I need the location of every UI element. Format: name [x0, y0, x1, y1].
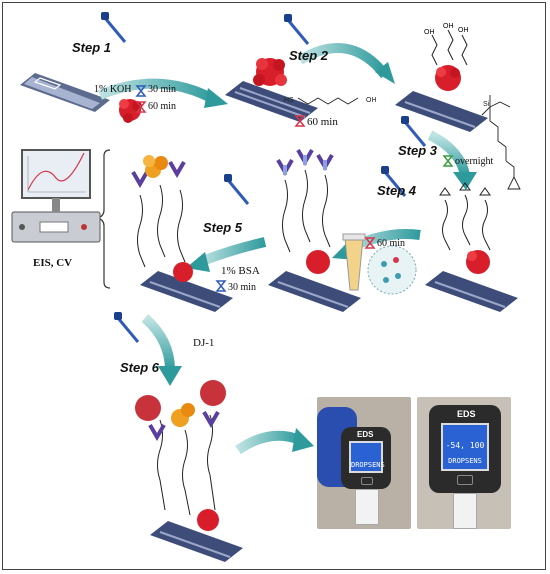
koh-label: 1% KOH — [94, 84, 132, 95]
device-brand-2: EDS — [457, 409, 476, 419]
reader-device-2: EDS -54, 100 DROPSENS — [429, 405, 501, 493]
electrode-bsa — [131, 155, 233, 312]
step2-label: Step 2 — [289, 48, 329, 63]
electrode-antibody — [268, 148, 361, 312]
reader-device-1: EDS DROPSENS — [341, 427, 391, 489]
step5-label: Step 5 — [203, 220, 243, 235]
arrow-step6 — [141, 314, 175, 371]
step3-label: Step 3 — [398, 143, 438, 158]
dj1-protein-icon — [135, 395, 161, 421]
bsa-time: 30 min — [228, 282, 257, 293]
device-brand-1: EDS — [357, 430, 374, 439]
silane-structure: Si — [481, 95, 521, 190]
electrode-aunp — [225, 58, 318, 122]
potentiostat-icon — [11, 149, 101, 243]
arrow-to-device — [235, 430, 302, 455]
reader-button-2 — [457, 475, 473, 485]
reader-screen-2: -54, 100 DROPSENS — [441, 423, 489, 471]
instrument-label: EIS, CV — [33, 257, 73, 269]
electrode-dj1 — [135, 380, 243, 562]
svg-text:HS: HS — [284, 97, 294, 104]
svg-text:OH: OH — [424, 29, 435, 36]
antibody-tube-icon — [342, 233, 417, 295]
thiol-molecule: HS OH — [284, 97, 377, 105]
bsa-label: 1% BSA — [221, 265, 260, 277]
arrow-step2 — [297, 43, 389, 79]
svg-text:Si: Si — [483, 101, 490, 108]
screen1-text: DROPSENS — [351, 461, 385, 469]
thiol-time: 60 min — [307, 116, 338, 128]
analyte-label: DJ-1 — [193, 337, 215, 349]
arrow-step1 — [98, 78, 218, 105]
device-photo-1: EDS DROPSENS — [317, 397, 411, 529]
step1-label: Step 1 — [72, 40, 112, 55]
electrode-thiol: OH OH OH — [395, 23, 488, 132]
svg-text:OH: OH — [443, 23, 454, 30]
step4-label: Step 4 — [377, 183, 417, 198]
koh-time: 30 min — [148, 84, 177, 95]
screen2-value: -54, 100 — [445, 441, 485, 450]
arrow-step3 — [427, 130, 470, 177]
antibody-time: 60 min — [377, 238, 406, 249]
screen2-text: DROPSENS — [448, 457, 482, 465]
electrode-epoxy — [425, 182, 518, 312]
figure-frame — [2, 2, 546, 570]
reader-button-1 — [361, 477, 373, 485]
svg-text:OH: OH — [458, 27, 469, 34]
hourglass-icon — [135, 85, 454, 292]
sensor-strip-1 — [355, 489, 379, 525]
pipette-icon — [103, 17, 427, 343]
np-time: 60 min — [148, 101, 177, 112]
svg-text:OH: OH — [366, 97, 377, 104]
sensor-strip-2 — [453, 493, 477, 529]
device-photo-2: EDS -54, 100 DROPSENS — [417, 397, 511, 529]
silane-time: overnight — [455, 156, 494, 167]
reader-screen-1: DROPSENS — [349, 441, 385, 473]
electrode-bare — [20, 73, 110, 112]
arrow-step5 — [198, 237, 267, 267]
step6-label: Step 6 — [120, 360, 160, 375]
nanoparticle-cluster-icon — [119, 99, 142, 123]
